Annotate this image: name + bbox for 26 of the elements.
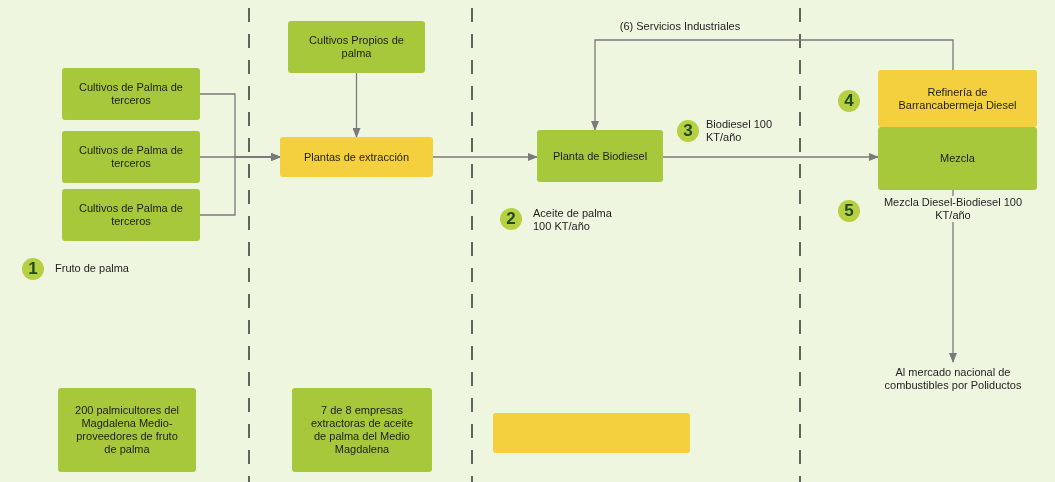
annotation-text: Fruto de palma bbox=[55, 262, 130, 275]
process-box: Planta de Biodiesel bbox=[537, 130, 663, 182]
process-box: 200 palmicultores del Magdalena Medio-proveedores de fruto de palma bbox=[58, 388, 196, 472]
step-number: 4 bbox=[838, 90, 860, 112]
annotation-text: Aceite de palma 100 KT/año bbox=[533, 207, 613, 233]
arrow bbox=[432, 153, 538, 161]
empty-box bbox=[493, 413, 690, 453]
process-box: Mezcla bbox=[878, 127, 1037, 190]
process-box: 7 de 8 empresas extractoras de aceite de palma del Medio Magdalena bbox=[292, 388, 432, 472]
step-number: 5 bbox=[838, 200, 860, 222]
edge-label: Biodiesel 100 KT/año bbox=[706, 118, 774, 144]
destination-text: Al mercado nacional de combustibles por Poliductos bbox=[858, 362, 1048, 396]
arrow bbox=[352, 72, 361, 138]
arrow bbox=[591, 39, 954, 131]
edge-label: (6) Servicios Industriales bbox=[618, 20, 742, 33]
arrow bbox=[662, 153, 879, 161]
process-box: Cultivos de Palma de terceros bbox=[62, 131, 200, 183]
process-box: Cultivos de Palma de terceros bbox=[62, 189, 200, 241]
step-number: 3 bbox=[677, 120, 699, 142]
arrow bbox=[199, 153, 281, 216]
process-box: Cultivos de Palma de terceros bbox=[62, 68, 200, 120]
highlight-box: Refinería de Barrancabermeja Diesel bbox=[878, 70, 1037, 127]
highlight-box: Plantas de extracción bbox=[280, 137, 433, 177]
step-number: 1 bbox=[22, 258, 44, 280]
step-number: 2 bbox=[500, 208, 522, 230]
process-box: Cultivos Propios de palma bbox=[288, 21, 425, 73]
